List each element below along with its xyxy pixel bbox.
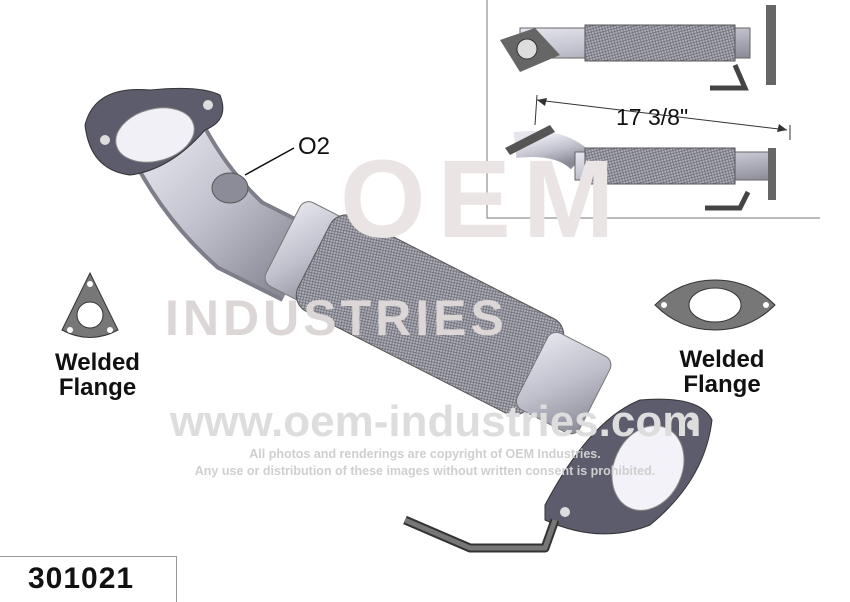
o2-sensor-bung xyxy=(211,172,249,204)
left-flange-icon xyxy=(61,271,119,338)
hanger-rod-highlight xyxy=(404,517,558,551)
inlet-opening xyxy=(115,107,195,163)
dimension-label: 17 3/8" xyxy=(616,104,689,130)
bolt-hole xyxy=(100,135,110,145)
watermark-brand: OEM xyxy=(340,138,627,261)
inset-side-view xyxy=(505,94,791,211)
bolt-hole xyxy=(203,100,213,110)
o2-leader-line xyxy=(244,147,295,176)
o2-label: O2 xyxy=(298,133,331,160)
inset-frame xyxy=(486,0,820,219)
part-number: 301021 xyxy=(28,562,135,595)
watermark-url: www.oem-industries.com xyxy=(170,397,702,446)
bolt-hole xyxy=(560,507,570,517)
hanger-rod xyxy=(403,515,560,553)
watermark-copyright-2: Any use or distribution of these images … xyxy=(194,464,656,478)
watermark-copyright-1: All photos and renderings are copyright … xyxy=(249,447,601,461)
right-flange-label: Welded Flange xyxy=(679,346,765,398)
inset-top-view xyxy=(500,5,776,91)
outlet-opening xyxy=(611,425,685,511)
left-flange-label: Welded Flange xyxy=(55,349,140,401)
part-number-box xyxy=(0,556,177,602)
right-flange-icon xyxy=(654,279,776,331)
flex-section xyxy=(264,201,612,435)
bolt-hole xyxy=(687,420,697,430)
watermark-industries: INDUSTRIES xyxy=(165,290,508,346)
